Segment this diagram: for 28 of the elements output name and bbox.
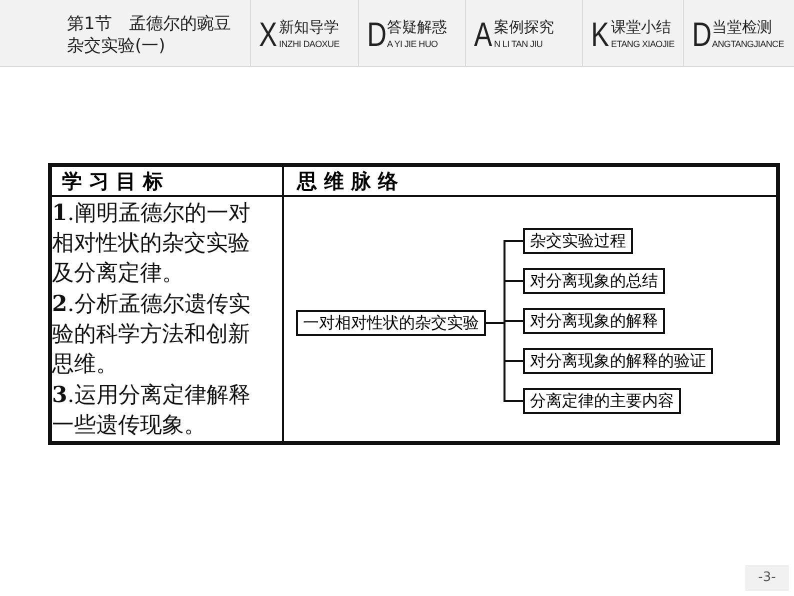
subtopic-box: 对分离现象的解释的验证 xyxy=(523,348,713,374)
column-header: 学 习 目 标 xyxy=(62,168,163,195)
tab-pinyin: ETANG XIAOJIE xyxy=(611,38,674,50)
objective-text: 1.阐明孟德尔的一对相对性状的杂交实验及分离定律。 xyxy=(52,199,252,288)
tab-initial: K xyxy=(591,18,610,52)
tab-title: 新知导学 xyxy=(279,18,339,36)
tab-title: 案例探究 xyxy=(494,18,554,36)
tab-initial: X xyxy=(259,18,278,52)
page-number: -3- xyxy=(745,565,789,591)
subtopic-box: 对分离现象的总结 xyxy=(523,268,665,294)
subtopic-box: 杂交实验过程 xyxy=(523,228,633,254)
tab-title: 答疑解惑 xyxy=(387,18,447,36)
tab-initial: D xyxy=(692,18,712,52)
topic-box: 一对相对性状的杂交实验 xyxy=(296,310,486,336)
tab-pinyin: N LI TAN JIU xyxy=(494,38,543,50)
objective-text: 2.分析孟德尔遗传实验的科学方法和创新思维。 xyxy=(52,290,252,379)
objective-text: 3.运用分离定律解释一些遗传现象。 xyxy=(52,381,252,440)
tab-initial: D xyxy=(367,18,387,52)
column-header: 思 维 脉 络 xyxy=(297,168,398,195)
tab-pinyin: INZHI DAOXUE xyxy=(279,38,340,50)
subtopic-box: 对分离现象的解释 xyxy=(523,308,665,334)
tab-initial: A xyxy=(474,18,492,52)
tab-pinyin: ANGTANGJIANCE xyxy=(712,39,784,50)
tab-pinyin: A YI JIE HUO xyxy=(387,39,438,50)
tab-title: 课堂小结 xyxy=(611,18,671,36)
section-title: 第1节 孟德尔的豌豆杂交实验(一) xyxy=(67,13,232,57)
subtopic-box: 分离定律的主要内容 xyxy=(523,388,681,414)
tab-title: 当堂检测 xyxy=(712,18,772,36)
